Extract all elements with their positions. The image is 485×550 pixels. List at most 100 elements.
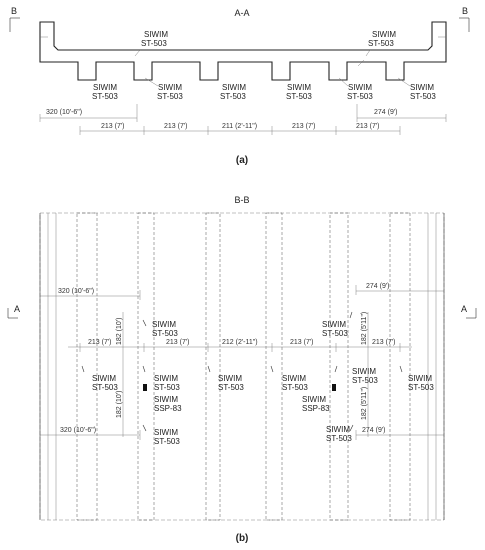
sensor-model: ST-503	[218, 383, 244, 392]
dimension-label: 320 (10'-6")	[46, 109, 82, 116]
sensor-model: ST-503	[154, 383, 180, 392]
dimension-label: 213 (7')	[166, 339, 190, 346]
dimension-label: 274 (9')	[362, 427, 386, 434]
section-marker-right-a: B	[459, 6, 470, 32]
sensor-model: ST-503	[347, 92, 373, 101]
sensor-name: SIWIM	[348, 83, 372, 92]
sensor-name: SIWIM	[322, 320, 346, 329]
sensor-name: SIWIM	[158, 83, 182, 92]
caption-b: (b)	[236, 533, 249, 544]
plan-sensor: SIWIM ST-503	[322, 311, 353, 338]
girders	[76, 212, 411, 521]
sensor-model: ST-503	[141, 39, 167, 48]
sensor-model: ST-503	[152, 329, 178, 338]
plan-sensor: SIWIM ST-503	[326, 424, 354, 443]
sensor-name: SIWIM	[326, 425, 350, 434]
sensor-name: SIWIM	[92, 374, 116, 383]
plan-sensor: SIWIM ST-503	[142, 424, 180, 446]
dimension-label: 213 (7')	[290, 339, 314, 346]
dimension-spacings-a: 213 (7') 213 (7') 211 (2'-11") 213 (7') …	[79, 123, 401, 135]
dimension-offsets-a: 320 (10'-6") 274 (9')	[39, 104, 447, 122]
marker-label: A	[461, 304, 467, 314]
sensor-model: ST-503	[352, 376, 378, 385]
section-marker-left-b: A	[7, 304, 20, 319]
sensor-model: ST-503	[220, 92, 246, 101]
beam-sensor: SIWIM ST-503	[144, 77, 183, 101]
plan-sensor: SIWIM ST-503	[81, 365, 118, 392]
sensor-model: ST-503	[322, 329, 348, 338]
marker-label: B	[462, 6, 468, 16]
marker-label: A	[14, 304, 20, 314]
sensor-name: SIWIM	[372, 30, 396, 39]
sensor-name: SIWIM	[222, 83, 246, 92]
sensor-model: ST-503	[408, 383, 434, 392]
sensor-name: SIWIM	[408, 374, 432, 383]
dimension-label: 320 (10'-6")	[58, 288, 94, 295]
sensor-model: ST-503	[92, 383, 118, 392]
plan-sensor: SIWIM ST-503	[142, 365, 180, 392]
section-marker-left-a: B	[9, 6, 20, 32]
dimension-label: 211 (2'-11")	[222, 123, 257, 130]
plan-sensor: SIWIM ST-503	[270, 365, 308, 392]
sensor-name: SIWIM	[218, 374, 242, 383]
dimension-bottom-b: 320 (10'-6") 274 (9')	[40, 427, 444, 440]
dimension-label: 213 (7')	[372, 339, 396, 346]
sensor-model: ST-503	[410, 92, 436, 101]
beam-sensor: SIWIM ST-503	[220, 83, 246, 101]
sensor-name: SIWIM	[154, 428, 178, 437]
sensor-model: ST-503	[326, 434, 352, 443]
sensor-model: ST-503	[92, 92, 118, 101]
dimension-label: 213 (7')	[356, 123, 380, 130]
caption-a: (a)	[236, 155, 248, 166]
sensor-name: SIWIM	[154, 395, 178, 404]
sensor-name: SIWIM	[282, 374, 306, 383]
sensor-model: SSP-83	[154, 404, 182, 413]
sensor-name: SIWIM	[152, 320, 176, 329]
dimension-label: 213 (7')	[88, 339, 112, 346]
dimension-label: 182 (10')	[116, 318, 123, 345]
beam-sensor: SIWIM ST-503	[92, 83, 118, 101]
dimension-label: 274 (9')	[374, 109, 398, 116]
dimension-label: 213 (7')	[292, 123, 316, 130]
sensor-name: SIWIM	[302, 395, 326, 404]
deck-sensor-right: SIWIM ST-503	[365, 30, 396, 57]
dimension-label: 212 (2'-11")	[222, 339, 258, 346]
plan-sensor: SIWIM ST-503	[142, 319, 178, 338]
sensor-name: SIWIM	[144, 30, 168, 39]
dimension-label: 182 (10')	[116, 391, 123, 418]
dimension-label: 320 (10'-6")	[60, 427, 96, 434]
dimension-mid-b: 213 (7') 213 (7') 212 (2'-11") 213 (7') …	[68, 339, 412, 352]
sensor-name: SIWIM	[287, 83, 311, 92]
beam-sensor: SIWIM ST-503	[286, 83, 312, 101]
section-title-b: B-B	[234, 195, 249, 205]
section-title-a: A-A	[234, 8, 249, 18]
dimension-label: 274 (9')	[366, 283, 390, 290]
sensor-model: ST-503	[368, 39, 394, 48]
section-marker-right-b: A	[461, 304, 477, 319]
sensor-name: SIWIM	[352, 367, 376, 376]
sensor-model: ST-503	[282, 383, 308, 392]
sensor-model: ST-503	[286, 92, 312, 101]
dimension-label: 213 (7')	[101, 123, 125, 130]
dimension-vertical-b: 182 (10') 182 (10') 182 (5'11") 182 (5'1…	[116, 312, 369, 437]
deck-sensor-left: SIWIM ST-503	[134, 30, 168, 57]
figure-b: B-B A A	[7, 195, 477, 544]
sensor-model: ST-503	[154, 437, 180, 446]
plan-sensor: SIWIM ST-503	[399, 365, 434, 392]
marker-label: B	[11, 6, 17, 16]
plan-sensor: SIWIM ST-503	[207, 365, 244, 392]
sensor-name: SIWIM	[154, 374, 178, 383]
plan-sensor: SIWIM ST-503	[334, 365, 378, 385]
sensor-model: ST-503	[157, 92, 183, 101]
dimension-label: 182 (5'11")	[361, 387, 368, 420]
figure-a: B B A-A SIWIM ST-503 SIWIM ST-503 SIWIM …	[9, 6, 470, 166]
bridge-cross-section	[39, 21, 447, 81]
plan-sensor: SIWIM SSP-83	[302, 384, 336, 413]
dimension-label: 182 (5'11")	[361, 312, 368, 345]
sensor-name: SIWIM	[410, 83, 434, 92]
plan-outline	[39, 212, 445, 521]
sensor-name: SIWIM	[93, 83, 117, 92]
dimension-top-b: 320 (10'-6") 274 (9')	[40, 283, 444, 300]
beam-sensor	[357, 59, 365, 67]
